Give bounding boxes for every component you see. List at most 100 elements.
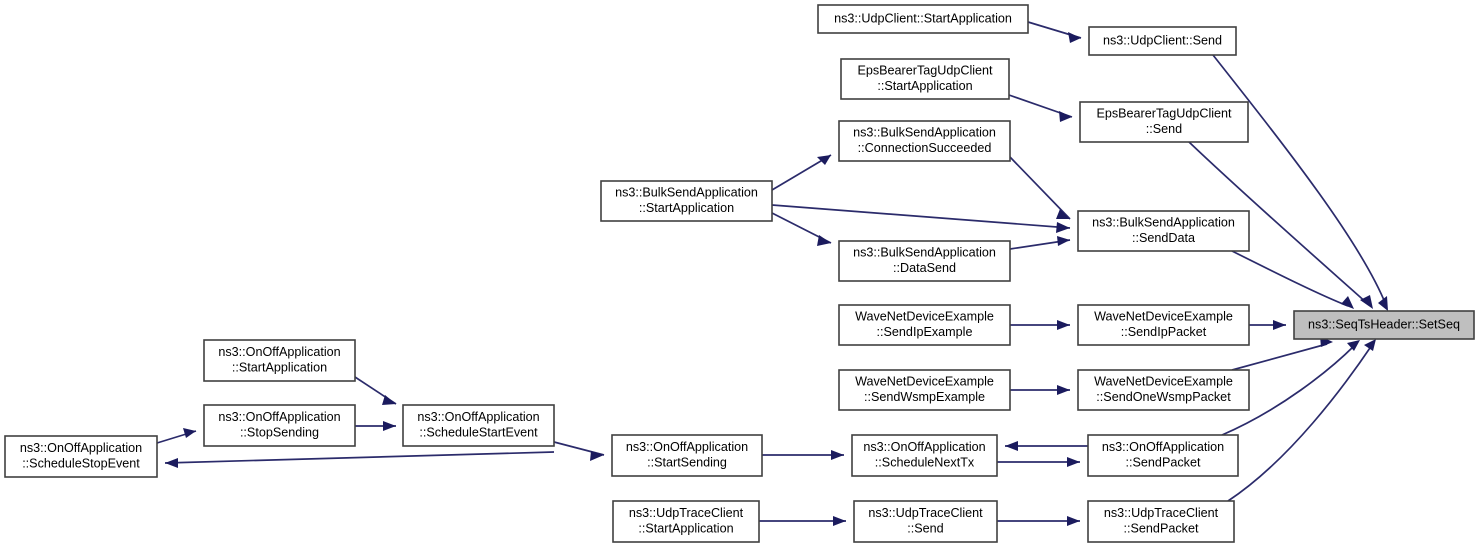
node-box[interactable]	[1077, 210, 1250, 252]
graph-node-onoff_startsending[interactable]: ns3::OnOffApplication::StartSending	[611, 434, 763, 477]
node-box[interactable]	[838, 304, 1011, 346]
node-box[interactable]	[4, 435, 158, 478]
node-label: WaveNetDeviceExample	[855, 375, 994, 389]
graph-node-onoff_stopsending[interactable]: ns3::OnOffApplication::StopSending	[203, 404, 356, 447]
arrowhead-icon	[1005, 441, 1018, 451]
arrowhead-icon	[590, 451, 604, 461]
node-label: ::ConnectionSucceeded	[858, 141, 992, 155]
node-box[interactable]	[1079, 101, 1249, 143]
node-label: ::SendIpPacket	[1121, 325, 1207, 339]
node-label: ns3::UdpClient::Send	[1103, 33, 1222, 47]
node-label: ns3::UdpClient::StartApplication	[834, 11, 1012, 25]
graph-node-udptrace_sendpacket[interactable]: ns3::UdpTraceClient::SendPacket	[1087, 500, 1235, 543]
graph-node-bulk_connsucceeded[interactable]: ns3::BulkSendApplication::ConnectionSucc…	[838, 120, 1011, 162]
node-label: ns3::UdpTraceClient	[868, 506, 983, 520]
node-box[interactable]	[817, 4, 1029, 34]
node-box[interactable]	[851, 434, 998, 477]
node-label: ::StartApplication	[232, 361, 327, 375]
node-box[interactable]	[600, 180, 773, 222]
node-label: ns3::OnOffApplication	[218, 345, 340, 359]
node-label: ns3::UdpTraceClient	[1104, 506, 1219, 520]
arrowhead-icon	[833, 516, 846, 526]
edge-line	[1231, 250, 1349, 307]
graph-node-bulk_start[interactable]: ns3::BulkSendApplication::StartApplicati…	[600, 180, 773, 222]
node-box[interactable]	[838, 240, 1011, 282]
call-edge	[1010, 385, 1070, 395]
node-label: ns3::BulkSendApplication	[853, 126, 996, 140]
graph-node-onoff_schedulenexttx[interactable]: ns3::OnOffApplication::ScheduleNextTx	[851, 434, 998, 477]
call-edge	[1227, 339, 1376, 502]
node-box[interactable]	[611, 434, 763, 477]
edge-line	[1009, 156, 1071, 220]
graph-node-onoff_startapplication[interactable]: ns3::OnOffApplication::StartApplication	[203, 339, 356, 382]
node-label: EpsBearerTagUdpClient	[857, 64, 993, 78]
node-box[interactable]	[840, 58, 1010, 100]
graph-node-udptrace_send[interactable]: ns3::UdpTraceClient::Send	[853, 500, 998, 543]
call-edge	[164, 451, 555, 468]
node-label: ::ScheduleStartEvent	[419, 426, 538, 440]
node-label: ::SendPacket	[1124, 522, 1199, 536]
node-label: ns3::BulkSendApplication	[615, 186, 758, 200]
arrowhead-icon	[383, 421, 396, 431]
node-label: ns3::OnOffApplication	[20, 441, 142, 455]
call-edge	[759, 516, 846, 526]
node-box[interactable]	[203, 404, 356, 447]
graph-node-bulk_datasend[interactable]: ns3::BulkSendApplication::DataSend	[838, 240, 1011, 282]
node-label: ::StopSending	[240, 426, 319, 440]
node-label: ns3::SeqTsHeader::SetSeq	[1308, 317, 1460, 331]
call-edge	[355, 421, 396, 431]
node-box[interactable]	[1087, 434, 1239, 477]
graph-node-onoff_schedulestopevent[interactable]: ns3::OnOffApplication::ScheduleStopEvent	[4, 435, 158, 478]
arrowhead-icon	[1068, 32, 1081, 43]
node-box[interactable]	[203, 339, 356, 382]
node-box[interactable]	[1077, 369, 1250, 411]
node-label: ::SendOneWsmpPacket	[1096, 390, 1231, 404]
edge-line	[1188, 141, 1369, 305]
node-label: ns3::OnOffApplication	[863, 440, 985, 454]
node-box[interactable]	[1087, 500, 1235, 543]
graph-node-epsbearer_start[interactable]: EpsBearerTagUdpClient::StartApplication	[840, 58, 1010, 100]
node-label: ns3::OnOffApplication	[1102, 440, 1224, 454]
graph-node-onoff_schedulestartevent[interactable]: ns3::OnOffApplication::ScheduleStartEven…	[402, 404, 555, 447]
node-label: ::StartSending	[647, 456, 727, 470]
node-label: WaveNetDeviceExample	[855, 310, 994, 324]
arrowhead-icon	[1056, 222, 1070, 233]
graph-node-wave_sendippacket[interactable]: WaveNetDeviceExample::SendIpPacket	[1077, 304, 1250, 346]
graph-node-epsbearer_send[interactable]: EpsBearerTagUdpClient::Send	[1079, 101, 1249, 143]
arrowhead-icon	[1341, 296, 1354, 309]
arrowhead-icon	[1067, 516, 1080, 526]
node-label: ns3::BulkSendApplication	[853, 246, 996, 260]
graph-node-wave_sendonewsmppacket[interactable]: WaveNetDeviceExample::SendOneWsmpPacket	[1077, 369, 1250, 411]
node-box[interactable]	[1293, 310, 1475, 340]
node-box[interactable]	[612, 500, 760, 543]
node-box[interactable]	[838, 120, 1011, 162]
node-label: WaveNetDeviceExample	[1094, 375, 1233, 389]
arrowhead-icon	[1059, 111, 1072, 122]
node-box[interactable]	[402, 404, 555, 447]
node-box[interactable]	[1088, 26, 1237, 56]
node-label: WaveNetDeviceExample	[1094, 310, 1233, 324]
call-edge	[354, 376, 397, 405]
graph-node-wave_sendwsmpexample[interactable]: WaveNetDeviceExample::SendWsmpExample	[838, 369, 1011, 411]
graph-node-udptrace_start[interactable]: ns3::UdpTraceClient::StartApplication	[612, 500, 760, 543]
node-box[interactable]	[1077, 304, 1250, 346]
call-edge	[771, 212, 832, 246]
node-label: ::ScheduleNextTx	[875, 456, 975, 470]
node-box[interactable]	[853, 500, 998, 543]
edge-line	[1227, 344, 1373, 502]
node-label: ns3::OnOffApplication	[417, 410, 539, 424]
call-edge	[553, 441, 605, 461]
node-box[interactable]	[838, 369, 1011, 411]
graph-node-wave_sendipexample[interactable]: WaveNetDeviceExample::SendIpExample	[838, 304, 1011, 346]
graph-node-seqtsheader_setseq[interactable]: ns3::SeqTsHeader::SetSeq	[1293, 310, 1475, 340]
node-label: ::Send	[907, 522, 943, 536]
graph-node-onoff_sendpacket[interactable]: ns3::OnOffApplication::SendPacket	[1087, 434, 1239, 477]
node-label: ns3::OnOffApplication	[626, 440, 748, 454]
node-label: ns3::OnOffApplication	[218, 410, 340, 424]
graph-node-bulk_senddata[interactable]: ns3::BulkSendApplication::SendData	[1077, 210, 1250, 252]
call-edge	[1231, 250, 1354, 309]
graph-node-udpclient_send[interactable]: ns3::UdpClient::Send	[1088, 26, 1237, 56]
graph-node-udpclient_start[interactable]: ns3::UdpClient::StartApplication	[817, 4, 1029, 34]
